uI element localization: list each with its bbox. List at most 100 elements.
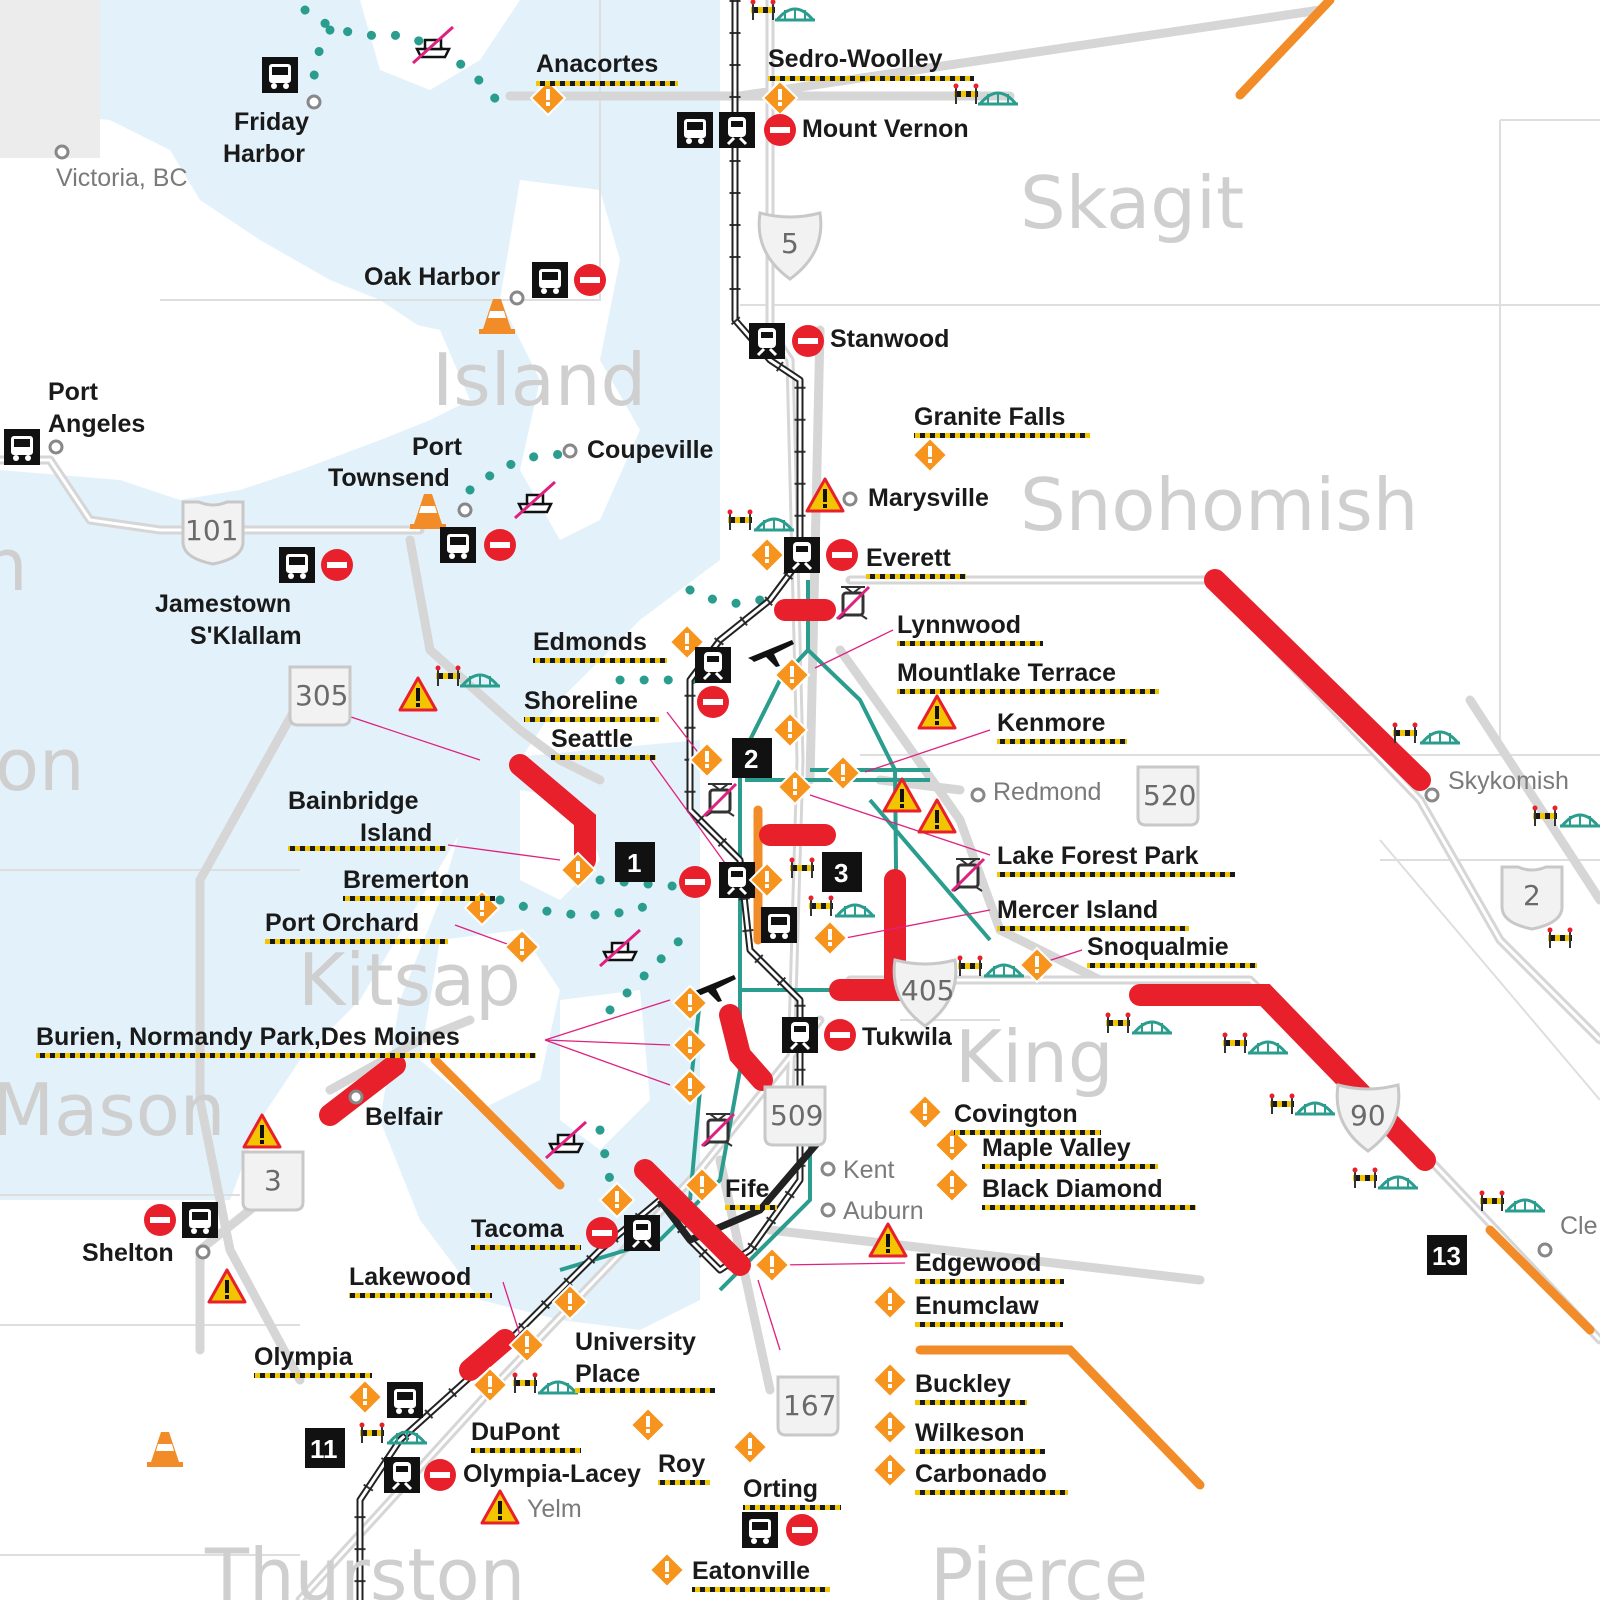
warning-icon <box>480 1489 520 1525</box>
label-coupeville[interactable]: Coupeville <box>587 436 714 464</box>
county-king: King <box>955 1015 1114 1099</box>
county-island: Island <box>432 338 646 422</box>
sr167-shield-icon: 167 <box>776 1375 840 1437</box>
label-kenmore[interactable]: Kenmore <box>997 709 1105 737</box>
label-cle-elum[interactable]: Cle E <box>1560 1212 1600 1240</box>
label-friday-harbor-1[interactable]: Friday <box>234 108 309 136</box>
barrier-icon <box>1351 1166 1379 1189</box>
label-tacoma[interactable]: Tacoma <box>471 1215 565 1243</box>
label-port-orchard[interactable]: Port Orchard <box>265 909 419 937</box>
label-mount-vernon[interactable]: Mount Vernon <box>802 115 969 143</box>
bridge-icon <box>982 962 1026 978</box>
label-black-diamond[interactable]: Black Diamond <box>982 1175 1163 1203</box>
county-kitsap: Kitsap <box>298 938 521 1022</box>
label-dupont[interactable]: DuPont <box>471 1418 561 1446</box>
train-icon <box>782 535 822 575</box>
county-partial-left-2: n <box>0 523 28 607</box>
label-maple-valley[interactable]: Maple Valley <box>982 1134 1131 1162</box>
label-lynnwood[interactable]: Lynnwood <box>897 611 1021 639</box>
sr305-shield-icon: 305 <box>288 665 352 727</box>
label-olympia-lacey[interactable]: Olympia-Lacey <box>463 1460 641 1488</box>
label-bainbridge-1[interactable]: Bainbridge <box>288 787 419 815</box>
label-jamestown-1[interactable]: Jamestown <box>155 590 291 618</box>
svg-text:101: 101 <box>185 514 238 547</box>
svg-text:520: 520 <box>1143 779 1196 812</box>
label-auburn[interactable]: Auburn <box>843 1197 924 1225</box>
label-kent[interactable]: Kent <box>843 1156 894 1184</box>
region-box-3: 3 <box>822 852 862 892</box>
county-partial-left-1: on <box>0 723 85 807</box>
label-orting[interactable]: Orting <box>743 1475 818 1503</box>
label-everett[interactable]: Everett <box>866 544 951 572</box>
label-fife[interactable]: Fife <box>725 1175 770 1203</box>
label-enumclaw[interactable]: Enumclaw <box>915 1292 1039 1320</box>
traffic-cone-icon <box>147 1432 183 1467</box>
sr509-shield-icon: 509 <box>763 1085 827 1147</box>
label-bremerton[interactable]: Bremerton <box>343 866 469 894</box>
label-eatonville[interactable]: Eatonville <box>692 1557 810 1585</box>
hazard-diamond-icon <box>872 1452 908 1488</box>
county-mason: Mason <box>0 1068 225 1152</box>
label-lakewood[interactable]: Lakewood <box>349 1263 471 1291</box>
label-oak-harbor[interactable]: Oak Harbor <box>364 263 500 291</box>
hazard-diamond-icon <box>347 1379 383 1415</box>
county-skagit: Skagit <box>1020 161 1244 245</box>
bus-icon <box>279 547 315 583</box>
label-burien-normandy-park-des-moines[interactable]: Burien, Normandy Park,Des Moines <box>36 1023 460 1051</box>
label-roy[interactable]: Roy <box>658 1450 705 1478</box>
label-jamestown-2[interactable]: S'Klallam <box>190 622 302 650</box>
label-marysville[interactable]: Marysville <box>868 484 989 512</box>
label-anacortes[interactable]: Anacortes <box>536 50 658 78</box>
label-victoria[interactable]: Victoria, BC <box>56 164 188 192</box>
label-edgewood[interactable]: Edgewood <box>915 1249 1041 1277</box>
svg-text:11: 11 <box>310 1434 338 1464</box>
us2-shield-icon: 2 <box>1500 865 1564 931</box>
barrier-icon <box>726 508 754 531</box>
label-seattle[interactable]: Seattle <box>551 725 633 753</box>
label-friday-harbor-2[interactable]: Harbor <box>223 140 305 168</box>
county-labels: Skagit Island Snohomish Kitsap King Maso… <box>0 161 1418 1600</box>
label-stanwood[interactable]: Stanwood <box>830 325 949 353</box>
label-olympia[interactable]: Olympia <box>254 1343 354 1371</box>
label-port-angeles-2[interactable]: Angeles <box>48 410 145 438</box>
label-buckley[interactable]: Buckley <box>915 1370 1011 1398</box>
label-port-angeles-1[interactable]: Port <box>48 378 99 406</box>
label-lake-forest-park[interactable]: Lake Forest Park <box>997 842 1199 870</box>
bridge-icon <box>1418 729 1462 745</box>
label-granite-falls[interactable]: Granite Falls <box>914 403 1065 431</box>
label-university-place-2[interactable]: Place <box>575 1360 640 1388</box>
label-redmond[interactable]: Redmond <box>993 778 1101 806</box>
label-mercer-island[interactable]: Mercer Island <box>997 896 1158 924</box>
barrier-icon <box>1391 721 1419 744</box>
label-sedro-woolley[interactable]: Sedro-Woolley <box>768 45 943 73</box>
label-university-place-1[interactable]: University <box>575 1328 696 1356</box>
label-tukwila[interactable]: Tukwila <box>862 1023 953 1051</box>
highway-shields: 5 101 305 520 2 405 90 509 3 167 <box>181 211 1564 1437</box>
label-carbonado[interactable]: Carbonado <box>915 1460 1047 1488</box>
no-entry-icon <box>574 264 606 296</box>
hazard-diamond-icon <box>872 1362 908 1398</box>
label-edmonds[interactable]: Edmonds <box>533 628 647 656</box>
barrier-icon <box>358 1421 386 1444</box>
label-shelton[interactable]: Shelton <box>82 1239 174 1267</box>
label-wilkeson[interactable]: Wilkeson <box>915 1419 1025 1447</box>
region-box-13: 13 <box>1427 1235 1467 1275</box>
warning-icon <box>917 694 957 730</box>
bridge-icon <box>1503 1197 1547 1213</box>
bus-icon <box>761 907 797 943</box>
svg-text:3: 3 <box>264 1164 282 1197</box>
train-icon <box>780 1015 820 1055</box>
label-covington[interactable]: Covington <box>954 1100 1078 1128</box>
label-belfair[interactable]: Belfair <box>365 1103 443 1131</box>
label-port-townsend-1[interactable]: Port <box>412 433 463 461</box>
label-yelm[interactable]: Yelm <box>527 1495 582 1523</box>
label-skykomish[interactable]: Skykomish <box>1448 767 1569 795</box>
label-port-townsend-2[interactable]: Townsend <box>328 464 450 492</box>
label-snoqualmie[interactable]: Snoqualmie <box>1087 933 1229 961</box>
svg-text:5: 5 <box>781 227 799 260</box>
train-icon <box>747 321 787 361</box>
label-bainbridge-2[interactable]: Island <box>360 819 432 847</box>
label-shoreline[interactable]: Shoreline <box>524 687 638 715</box>
label-mountlake-terrace[interactable]: Mountlake Terrace <box>897 659 1116 687</box>
train-icon <box>693 645 733 685</box>
